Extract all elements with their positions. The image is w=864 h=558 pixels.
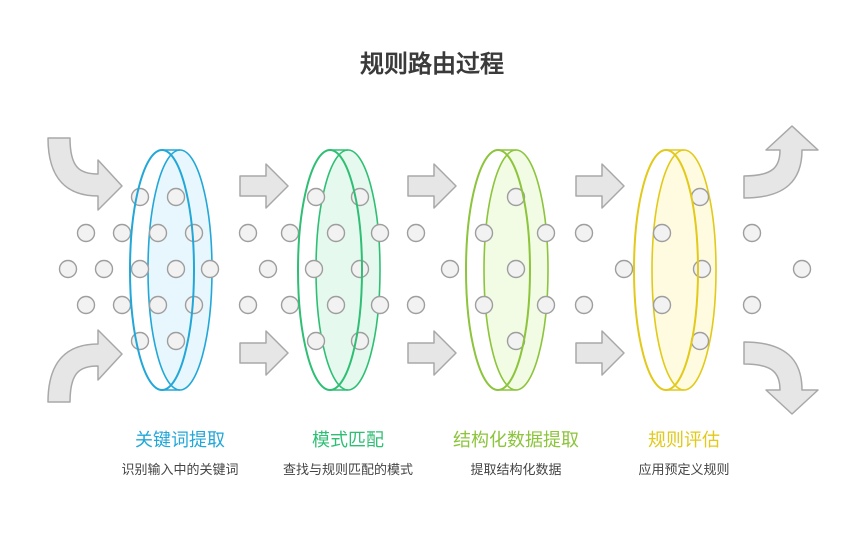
- curved-input-arrow-top-icon: [48, 138, 122, 210]
- token-dot: [576, 225, 593, 242]
- token-dot: [150, 225, 167, 242]
- token-dot: [308, 333, 325, 350]
- token-dot: [114, 225, 131, 242]
- token-dot: [328, 297, 345, 314]
- token-dot: [306, 261, 323, 278]
- token-dot: [202, 261, 219, 278]
- token-dot: [240, 297, 257, 314]
- stage-desc-rule-evaluation: 应用预定义规则: [609, 462, 759, 480]
- stage-desc-structured-data: 提取结构化数据: [441, 462, 591, 480]
- token-dot: [150, 297, 167, 314]
- ring-back: [316, 150, 380, 390]
- right-arrow-icon: [240, 331, 288, 375]
- token-dot: [282, 297, 299, 314]
- curved-output-arrow-up-icon: [744, 126, 818, 198]
- token-dot: [408, 225, 425, 242]
- token-dot: [114, 297, 131, 314]
- token-dot: [408, 297, 425, 314]
- token-dot: [744, 225, 761, 242]
- token-dot: [282, 225, 299, 242]
- token-dot: [168, 261, 185, 278]
- token-dot: [576, 297, 593, 314]
- token-dot: [308, 189, 325, 206]
- token-dot: [168, 189, 185, 206]
- token-dot: [694, 261, 711, 278]
- stage-desc-keyword-extraction: 识别输入中的关键词: [105, 462, 255, 480]
- right-arrow-icon: [576, 164, 624, 208]
- token-dot: [508, 261, 525, 278]
- token-dot: [132, 261, 149, 278]
- token-dot: [794, 261, 811, 278]
- token-dot: [186, 225, 203, 242]
- right-arrow-icon: [240, 164, 288, 208]
- token-dot: [538, 297, 555, 314]
- token-dot: [240, 225, 257, 242]
- token-dot: [132, 189, 149, 206]
- token-dot: [692, 189, 709, 206]
- token-dot: [654, 297, 671, 314]
- token-dot: [78, 225, 95, 242]
- right-arrow-icon: [576, 331, 624, 375]
- token-dot: [654, 225, 671, 242]
- right-arrow-icon: [408, 164, 456, 208]
- curved-output-arrow-down-icon: [744, 342, 818, 414]
- token-dot: [168, 333, 185, 350]
- stage-desc-pattern-matching: 查找与规则匹配的模式: [273, 462, 423, 480]
- token-dot: [352, 261, 369, 278]
- token-dot: [328, 225, 345, 242]
- curved-input-arrow-bottom-icon: [48, 330, 122, 402]
- stage-title-rule-evaluation: 规则评估: [584, 426, 784, 452]
- right-arrow-icon: [408, 331, 456, 375]
- token-dot: [260, 261, 277, 278]
- token-dot: [442, 261, 459, 278]
- token-dot: [616, 261, 633, 278]
- token-dot: [744, 297, 761, 314]
- token-dot: [78, 297, 95, 314]
- token-dot: [476, 297, 493, 314]
- token-dot: [538, 225, 555, 242]
- token-dot: [96, 261, 113, 278]
- token-dot: [476, 225, 493, 242]
- token-dot: [692, 333, 709, 350]
- token-dot: [60, 261, 77, 278]
- token-dot: [372, 297, 389, 314]
- token-dot: [372, 225, 389, 242]
